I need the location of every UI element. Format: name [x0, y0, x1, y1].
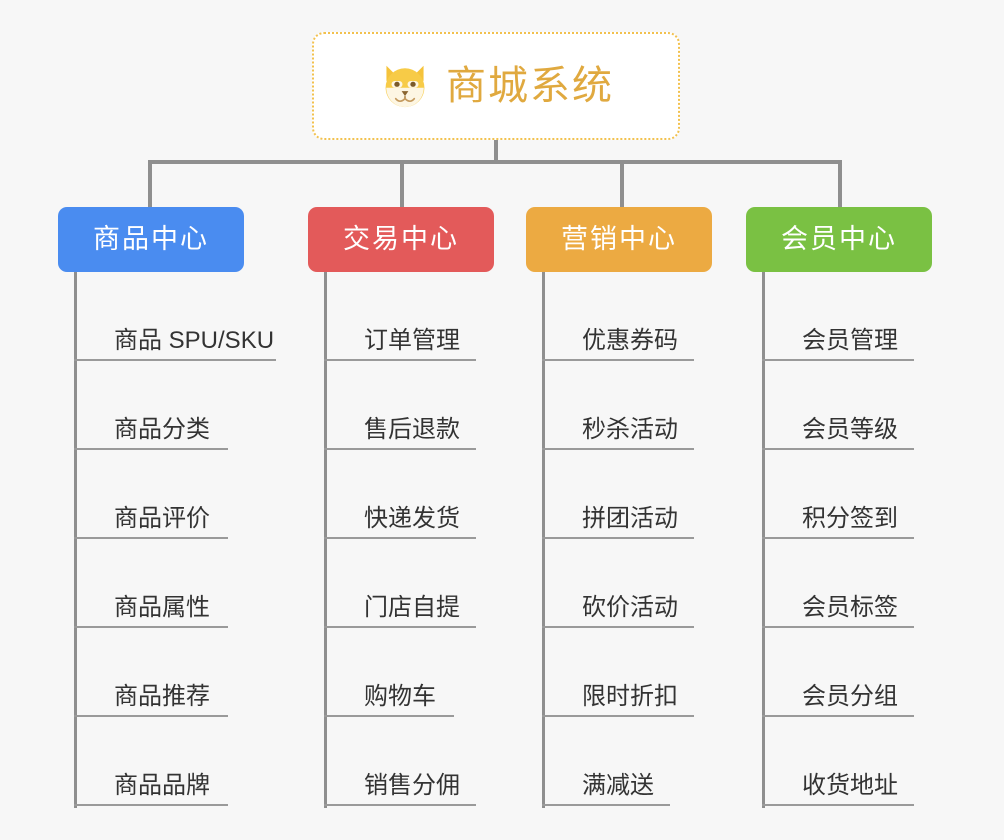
- list-item[interactable]: 订单管理: [324, 272, 476, 361]
- connector-drop-3: [620, 160, 624, 208]
- leaf-label: 快递发货: [364, 505, 460, 533]
- branch-spine-3: [542, 272, 545, 808]
- category-box-2[interactable]: 交易中心: [308, 207, 494, 272]
- category-box-3[interactable]: 营销中心: [526, 207, 712, 272]
- leaf-label: 会员分组: [802, 683, 898, 711]
- connector-root-stem: [494, 140, 498, 162]
- leaf-label: 商品评价: [114, 505, 210, 533]
- category-label-4: 会员中心: [781, 224, 897, 254]
- list-item[interactable]: 商品属性: [74, 539, 228, 628]
- connector-drop-2: [400, 160, 404, 208]
- list-item[interactable]: 会员分组: [762, 628, 914, 717]
- leaf-label: 收货地址: [802, 772, 898, 800]
- list-item[interactable]: 门店自提: [324, 539, 476, 628]
- list-item[interactable]: 售后退款: [324, 361, 476, 450]
- list-item[interactable]: 商品分类: [74, 361, 228, 450]
- category-box-4[interactable]: 会员中心: [746, 207, 932, 272]
- list-item[interactable]: 收货地址: [762, 717, 914, 806]
- list-item[interactable]: 优惠券码: [542, 272, 694, 361]
- leaf-label: 订单管理: [364, 327, 460, 355]
- leaf-label: 优惠券码: [582, 327, 678, 355]
- list-item[interactable]: 限时折扣: [542, 628, 694, 717]
- leaf-label: 商品推荐: [114, 683, 210, 711]
- leaf-label: 会员标签: [802, 594, 898, 622]
- leaf-label: 砍价活动: [582, 594, 678, 622]
- root-title: 商城系统: [446, 64, 614, 108]
- list-item[interactable]: 积分签到: [762, 450, 914, 539]
- leaf-label: 商品 SPU/SKU: [114, 327, 275, 355]
- leaf-label: 限时折扣: [582, 683, 678, 711]
- list-item[interactable]: 快递发货: [324, 450, 476, 539]
- leaf-label: 商品属性: [114, 594, 210, 622]
- list-item[interactable]: 销售分佣: [324, 717, 476, 806]
- list-item[interactable]: 会员管理: [762, 272, 914, 361]
- branch-spine-4: [762, 272, 765, 808]
- connector-drop-1: [148, 160, 152, 208]
- leaf-label: 购物车: [364, 683, 436, 711]
- leaf-label: 拼团活动: [582, 505, 678, 533]
- leaf-label: 商品品牌: [114, 772, 210, 800]
- leaf-label: 会员等级: [802, 416, 898, 444]
- category-label-2: 交易中心: [343, 224, 459, 254]
- list-item[interactable]: 满减送: [542, 717, 670, 806]
- leaf-label: 销售分佣: [364, 772, 460, 800]
- leaf-label: 售后退款: [364, 416, 460, 444]
- list-item[interactable]: 拼团活动: [542, 450, 694, 539]
- list-item[interactable]: 砍价活动: [542, 539, 694, 628]
- dog-face-icon: [385, 65, 425, 108]
- category-label-3: 营销中心: [561, 224, 677, 254]
- list-item[interactable]: 购物车: [324, 628, 454, 717]
- list-item[interactable]: 商品品牌: [74, 717, 228, 806]
- category-label-1: 商品中心: [93, 224, 209, 254]
- leaf-label: 秒杀活动: [582, 416, 678, 444]
- list-item[interactable]: 商品 SPU/SKU: [74, 272, 276, 361]
- root-node[interactable]: 商城系统: [312, 32, 680, 140]
- connector-horizontal-bus: [148, 160, 842, 164]
- category-box-1[interactable]: 商品中心: [58, 207, 244, 272]
- list-item[interactable]: 商品评价: [74, 450, 228, 539]
- leaf-label: 商品分类: [114, 416, 210, 444]
- list-item[interactable]: 商品推荐: [74, 628, 228, 717]
- list-item[interactable]: 秒杀活动: [542, 361, 694, 450]
- leaf-label: 门店自提: [364, 594, 460, 622]
- leaf-label: 会员管理: [802, 327, 898, 355]
- list-item[interactable]: 会员标签: [762, 539, 914, 628]
- branch-spine-2: [324, 272, 327, 808]
- leaf-label: 积分签到: [802, 505, 898, 533]
- list-item[interactable]: 会员等级: [762, 361, 914, 450]
- branch-spine-1: [74, 272, 77, 808]
- leaf-label: 满减送: [582, 772, 654, 800]
- connector-drop-4: [838, 160, 842, 208]
